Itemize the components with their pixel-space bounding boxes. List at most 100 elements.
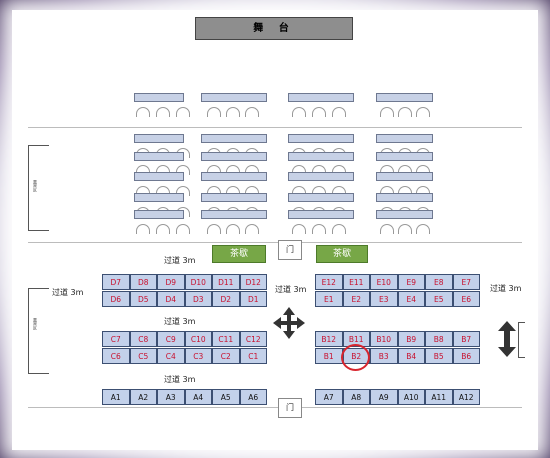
- seat-A3[interactable]: A3: [157, 389, 185, 405]
- aisle-label-center: 过道 3m: [275, 285, 307, 294]
- seat-B5[interactable]: B5: [425, 348, 453, 364]
- seat-C2[interactable]: C2: [212, 348, 240, 364]
- theatre-table: [201, 152, 267, 161]
- seat-C9[interactable]: C9: [157, 331, 185, 347]
- seat-D8[interactable]: D8: [129, 274, 157, 290]
- seat-B4[interactable]: B4: [397, 348, 425, 364]
- seat-A12[interactable]: A12: [452, 389, 480, 405]
- chair-icon: [176, 224, 190, 234]
- theatre-table: [201, 210, 267, 219]
- chair-icon: [176, 186, 190, 196]
- seat-B7[interactable]: B7: [452, 331, 480, 347]
- seat-A2[interactable]: A2: [129, 389, 157, 405]
- seat-A10[interactable]: A10: [397, 389, 425, 405]
- seat-E4[interactable]: E4: [397, 291, 425, 307]
- seat-C3[interactable]: C3: [184, 348, 212, 364]
- seat-E6[interactable]: E6: [452, 291, 480, 307]
- seat-E12[interactable]: E12: [315, 274, 343, 290]
- seat-E3[interactable]: E3: [370, 291, 398, 307]
- chair-icon: [226, 224, 240, 234]
- seat-D6[interactable]: D6: [102, 291, 130, 307]
- seat-A7[interactable]: A7: [315, 389, 343, 405]
- chair-icon: [207, 224, 221, 234]
- seat-A4[interactable]: A4: [184, 389, 212, 405]
- theatre-table: [376, 193, 433, 202]
- tea-break-right: 茶歇: [316, 245, 368, 263]
- seat-B1[interactable]: B1: [315, 348, 343, 364]
- theatre-table: [134, 134, 184, 143]
- theatre-table: [288, 172, 354, 181]
- seat-E11[interactable]: E11: [342, 274, 370, 290]
- theatre-table: [201, 93, 267, 102]
- guest-area-bracket: [28, 288, 49, 374]
- seat-D4[interactable]: D4: [157, 291, 185, 307]
- chair-icon: [245, 107, 259, 117]
- theatre-table: [134, 93, 184, 102]
- theatre-table: [201, 172, 267, 181]
- chair-icon: [398, 186, 412, 196]
- theatre-table: [134, 193, 184, 202]
- chair-icon: [332, 165, 346, 175]
- seat-E10[interactable]: E10: [370, 274, 398, 290]
- seat-A8[interactable]: A8: [342, 389, 370, 405]
- seat-C5[interactable]: C5: [129, 348, 157, 364]
- theatre-table: [288, 152, 354, 161]
- seat-D5[interactable]: D5: [129, 291, 157, 307]
- seat-D3[interactable]: D3: [184, 291, 212, 307]
- seat-B12[interactable]: B12: [315, 331, 343, 347]
- chair-icon: [332, 224, 346, 234]
- seat-C12[interactable]: C12: [239, 331, 267, 347]
- chair-icon: [292, 107, 306, 117]
- theatre-table: [288, 93, 354, 102]
- seat-C8[interactable]: C8: [129, 331, 157, 347]
- seat-B10[interactable]: B10: [370, 331, 398, 347]
- seat-E2[interactable]: E2: [342, 291, 370, 307]
- seat-E1[interactable]: E1: [315, 291, 343, 307]
- chair-icon: [380, 224, 394, 234]
- aisle-label-row-top: 过道 3m: [164, 256, 196, 265]
- guest-area-bracket: [28, 145, 49, 231]
- theatre-table: [134, 152, 184, 161]
- seat-C10[interactable]: C10: [184, 331, 212, 347]
- seat-E5[interactable]: E5: [425, 291, 453, 307]
- seat-C11[interactable]: C11: [212, 331, 240, 347]
- theatre-table: [376, 152, 433, 161]
- chair-icon: [245, 165, 259, 175]
- seat-B6[interactable]: B6: [452, 348, 480, 364]
- seat-D9[interactable]: D9: [157, 274, 185, 290]
- seat-C1[interactable]: C1: [239, 348, 267, 364]
- aisle-label-left: 过道 3m: [52, 288, 84, 297]
- seat-D1[interactable]: D1: [239, 291, 267, 307]
- aisle-label-right: 过道 3m: [490, 284, 522, 293]
- chair-icon: [156, 165, 170, 175]
- seat-D2[interactable]: D2: [212, 291, 240, 307]
- side-bracket: [518, 322, 525, 358]
- seat-D10[interactable]: D10: [184, 274, 212, 290]
- seat-D7[interactable]: D7: [102, 274, 130, 290]
- seat-A1[interactable]: A1: [102, 389, 130, 405]
- chair-icon: [332, 186, 346, 196]
- chair-icon: [398, 224, 412, 234]
- seat-D12[interactable]: D12: [239, 274, 267, 290]
- stage: 舞 台: [195, 17, 353, 40]
- theatre-table: [134, 210, 184, 219]
- door-top: 门: [278, 240, 302, 260]
- seat-E9[interactable]: E9: [397, 274, 425, 290]
- seat-C7[interactable]: C7: [102, 331, 130, 347]
- seat-A11[interactable]: A11: [425, 389, 453, 405]
- seat-A5[interactable]: A5: [212, 389, 240, 405]
- seat-B3[interactable]: B3: [370, 348, 398, 364]
- seat-C6[interactable]: C6: [102, 348, 130, 364]
- seat-D11[interactable]: D11: [212, 274, 240, 290]
- seat-E7[interactable]: E7: [452, 274, 480, 290]
- chair-icon: [156, 107, 170, 117]
- highlight-circle: [341, 344, 370, 371]
- chair-icon: [207, 107, 221, 117]
- seat-A6[interactable]: A6: [239, 389, 267, 405]
- seat-B8[interactable]: B8: [425, 331, 453, 347]
- seat-E8[interactable]: E8: [425, 274, 453, 290]
- seat-B9[interactable]: B9: [397, 331, 425, 347]
- seat-C4[interactable]: C4: [157, 348, 185, 364]
- seat-A9[interactable]: A9: [370, 389, 398, 405]
